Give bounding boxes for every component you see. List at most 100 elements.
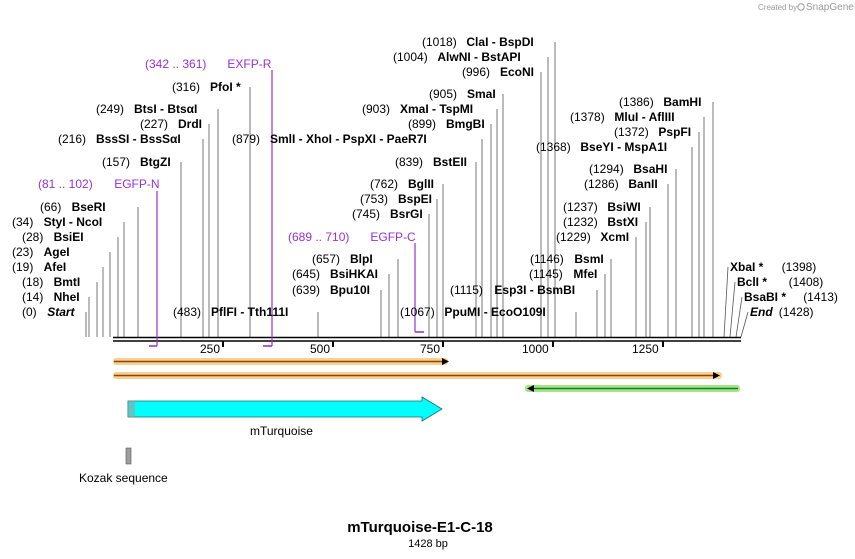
enzyme-label-afei: AfeI: [44, 260, 67, 274]
enzyme-label-bseyi: BseYI - MspA1I: [580, 140, 667, 154]
site-position-mlui: (1378): [570, 110, 605, 124]
ruler-label: 1000: [522, 342, 549, 356]
enzyme-label-bseri: BseRI: [72, 200, 106, 214]
site-position-bsabi: (1413): [803, 290, 838, 304]
site-position-smli: (879): [232, 132, 260, 146]
enzyme-label-styi: StyI - NcoI: [44, 215, 103, 229]
site-position-start: (0): [22, 305, 37, 319]
site-position-econi: (996): [462, 65, 490, 79]
enzyme-label-start: Start: [47, 305, 75, 319]
enzyme-label-mfei: MfeI: [573, 267, 597, 281]
enzyme-label-clai: ClaI - BspDI: [466, 35, 533, 49]
site-line-end: [740, 311, 749, 338]
enzyme-label-smli: SmlI - XhoI - PspXI - PaeR7I: [270, 132, 427, 146]
map-title: mTurquoise-E1-C-18: [347, 519, 493, 536]
site-lines: [85, 42, 749, 338]
enzyme-label-bpu10i: Bpu10I: [330, 283, 370, 297]
enzyme-label-xcmi: XcmI: [600, 230, 629, 244]
mturquoise-label: mTurquoise: [250, 424, 313, 438]
site-position-ppumi: (1067): [400, 305, 435, 319]
primer-range-exfp_r: (342 .. 361): [145, 57, 206, 71]
site-labels: (0)Start(14)NheI(18)BmtI(19)AfeI(23)AgeI…: [12, 35, 838, 319]
site-position-bseri: (66): [40, 200, 61, 214]
site-line-xbai: [723, 266, 729, 338]
site-position-bglii: (762): [370, 177, 398, 191]
enzyme-label-btgzi: BtgZI: [140, 155, 171, 169]
site-position-bsihkai: (645): [292, 267, 320, 281]
credit-text: Created by: [758, 3, 797, 12]
site-position-bstxi: (1232): [563, 215, 598, 229]
site-position-alwni: (1004): [393, 50, 428, 64]
site-position-banii: (1286): [584, 177, 619, 191]
site-position-bspei: (753): [360, 192, 388, 206]
site-position-bsteii: (839): [395, 155, 423, 169]
mturquoise-feature-arrow[interactable]: [127, 396, 443, 422]
enzyme-label-btsi: BtsI - BtsαI: [134, 102, 197, 116]
site-position-bsrgi: (745): [352, 207, 380, 221]
enzyme-label-bsrgi: BsrGI: [390, 207, 423, 221]
site-position-bsiwi: (1237): [563, 200, 598, 214]
enzyme-label-xbai: XbaI *: [730, 260, 764, 274]
credit-brand: SnapGene: [806, 2, 854, 13]
site-position-xbai: (1398): [782, 260, 817, 274]
primer-range-egfp_c: (689 .. 710): [288, 230, 349, 244]
ruler-label: 1250: [632, 342, 659, 356]
site-position-smai: (905): [429, 87, 457, 101]
enzyme-label-nhei: NheI: [54, 290, 80, 304]
site-position-bsmi: (1146): [530, 252, 564, 266]
enzyme-label-bsahi: BsaHI: [633, 162, 667, 176]
ruler-label: 250: [200, 342, 220, 356]
enzyme-label-xmai: XmaI - TspMI: [400, 102, 473, 116]
site-position-bcli: (1408): [789, 275, 824, 289]
enzyme-label-blpi: BlpI: [350, 252, 373, 266]
ruler-label: 750: [420, 342, 440, 356]
site-position-afei: (19): [12, 260, 33, 274]
map-length: 1428 bp: [408, 538, 448, 550]
site-position-end: (1428): [779, 305, 814, 319]
enzyme-label-bsihkai: BsiHKAI: [330, 267, 378, 281]
site-position-bseyi: (1368): [536, 140, 571, 154]
site-position-xcmi: (1229): [556, 230, 591, 244]
enzyme-label-bspei: BspEI: [398, 192, 432, 206]
site-position-bamhi: (1386): [619, 95, 654, 109]
ruler-label: 500: [310, 342, 330, 356]
primer-egfp-n[interactable]: [149, 191, 158, 347]
primer-label-egfp_n: EGFP-N: [114, 177, 159, 191]
primer-label-exfp_r: EXFP-R: [227, 57, 271, 71]
snapgene-logo-icon: [797, 3, 805, 11]
kozak-feature[interactable]: [125, 447, 132, 465]
primer-exfp-r[interactable]: [263, 70, 273, 347]
enzyme-label-bsiei: BsiEI: [54, 230, 84, 244]
enzyme-label-bsteii: BstEII: [433, 155, 467, 169]
site-position-btgzi: (157): [102, 155, 130, 169]
site-position-bmti: (18): [22, 275, 43, 289]
enzyme-label-bmgbi: BmgBI: [446, 117, 485, 131]
enzyme-label-end: End: [750, 305, 773, 319]
site-line-bcli: [729, 281, 736, 338]
site-position-bpu10i: (639): [292, 283, 320, 297]
primer-egfp-c[interactable]: [414, 243, 424, 333]
site-position-clai: (1018): [422, 35, 457, 49]
enzyme-label-alwni: AlwNI - BstAPI: [437, 50, 520, 64]
enzyme-label-bamhi: BamHI: [663, 95, 701, 109]
enzyme-label-ppumi: PpuMI - EcoO109I: [444, 305, 545, 319]
enzyme-label-bstxi: BstXI: [607, 215, 638, 229]
enzyme-label-banii: BanII: [628, 177, 657, 191]
arrow-left-icon: [527, 385, 534, 392]
site-line-bsabi: [735, 296, 743, 338]
site-position-esp3i: (1115): [450, 283, 483, 297]
enzyme-label-pspfi: PspFI: [658, 125, 691, 139]
site-position-mfei: (1145): [529, 267, 563, 281]
site-position-blpi: (657): [312, 252, 340, 266]
arrow-right-icon: [442, 358, 449, 365]
site-position-drdi: (227): [140, 117, 168, 131]
site-position-xmai: (903): [362, 102, 390, 116]
enzyme-label-drdi: DrdI: [178, 117, 202, 131]
primer-label-egfp_c: EGFP-C: [370, 230, 416, 244]
site-position-bsiei: (28): [22, 230, 43, 244]
enzyme-label-bsabi: BsaBI *: [744, 290, 786, 304]
enzyme-label-pflfi: PflFI - Tth111I: [211, 305, 288, 319]
enzyme-label-bcli: BclI *: [737, 275, 767, 289]
site-position-nhei: (14): [22, 290, 43, 304]
